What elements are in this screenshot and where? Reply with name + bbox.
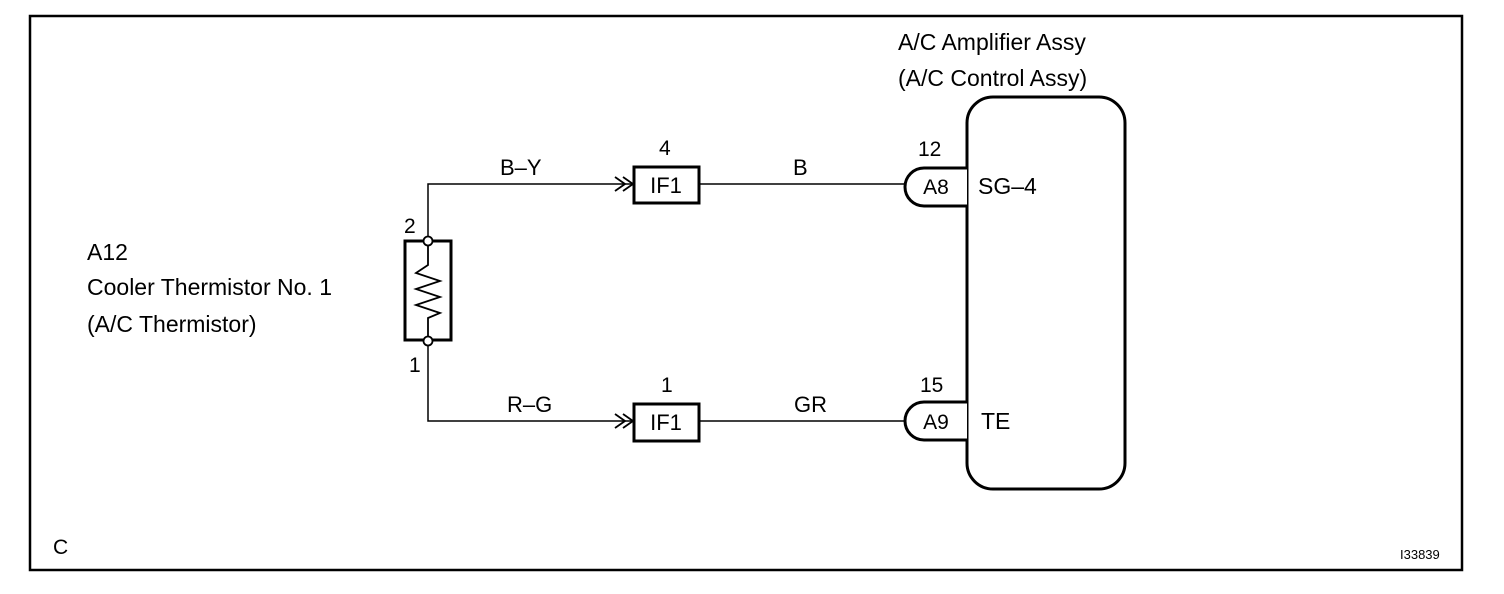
wire-upper-from-color: B–Y: [500, 155, 542, 180]
amplifier-alt-name: (A/C Control Assy): [898, 65, 1087, 91]
wire-upper-to-color: B: [793, 155, 808, 180]
thermistor-pin-top: 2: [404, 215, 416, 238]
thermistor-name: Cooler Thermistor No. 1: [87, 274, 332, 300]
amplifier-name: A/C Amplifier Assy: [898, 29, 1086, 55]
connector-a9-pin: 15: [920, 374, 943, 397]
thermistor-symbol: [403, 235, 453, 347]
wire-lower: [427, 346, 905, 429]
connector-a9-shape: [903, 400, 967, 442]
corner-label: C: [53, 536, 68, 559]
wire-lower-to-color: GR: [794, 392, 827, 417]
thermistor-pin-bottom: 1: [409, 354, 421, 377]
amplifier-box: [965, 95, 1127, 491]
junction-lower-pin: 1: [661, 374, 673, 397]
junction-lower-label: IF1: [650, 410, 682, 435]
connector-a8-shape: [903, 166, 967, 208]
connector-a8-label: A8: [923, 176, 949, 199]
signal-te: TE: [981, 408, 1010, 434]
junction-upper-label: IF1: [650, 173, 682, 198]
figure-id: I33839: [1400, 547, 1440, 562]
wire-lower-from-color: R–G: [507, 392, 552, 417]
thermistor-alt-name: (A/C Thermistor): [87, 311, 257, 337]
junction-upper-box: [632, 165, 701, 205]
connector-a8-pin: 12: [918, 138, 941, 161]
signal-sg4: SG–4: [978, 173, 1037, 199]
junction-lower-box: [632, 402, 701, 443]
junction-upper-pin: 4: [659, 137, 671, 160]
connector-a9-label: A9: [923, 411, 949, 434]
diagram-frame: [28, 14, 1464, 572]
thermistor-code: A12: [87, 239, 128, 265]
